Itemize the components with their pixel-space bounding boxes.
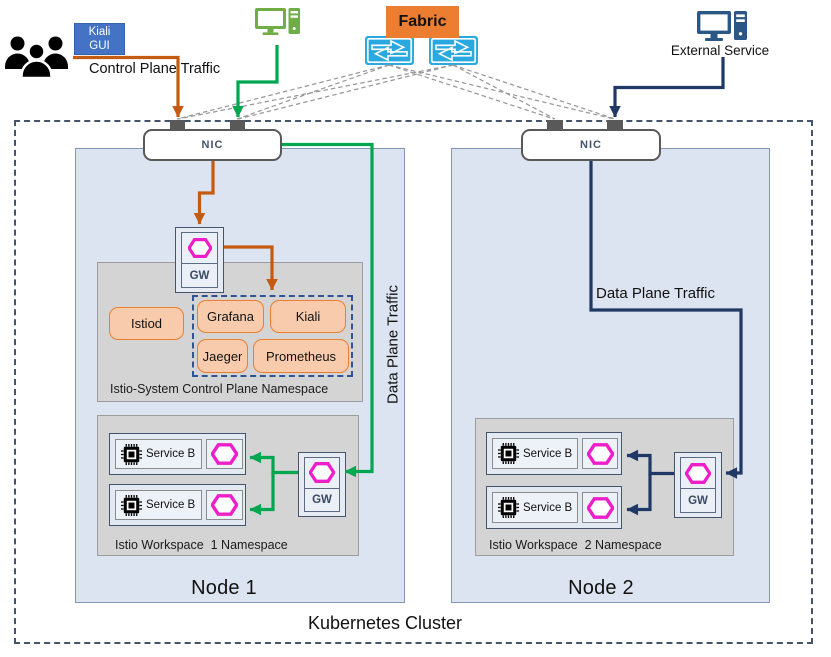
fabric-link-line [452,64,616,120]
node-2-label: Node 2 [568,577,634,599]
kubernetes-cluster-label: Kubernetes Cluster [307,613,463,633]
workspace1-gateway-labelcell: GW [305,489,339,511]
node1-data-plane-traffic-label: Data Plane Traffic [384,285,402,404]
network-switch-icon [429,36,478,65]
node1-ingress-gateway-inner: GW [181,232,218,288]
cpu-chip-icon [121,494,142,516]
node1-service2-label: Service B [146,499,196,511]
nic-node2: NIC [521,129,661,161]
jaeger-box: Jaeger [197,339,248,373]
istio-proxy-hexagon-icon [586,442,614,465]
node2-service-row-2: Service B [486,486,622,529]
workspace1-gateway-label: GW [312,493,332,506]
fabric-link-line [388,64,615,120]
node1-service2-sidecar-box [206,490,243,520]
kiali-gui-label-line1: Kiali [88,26,111,38]
grafana-box: Grafana [197,300,264,333]
node-1-label: Node 1 [191,577,257,599]
kiali-box: Kiali [270,300,346,333]
workstation-to-nic1-arrow [232,45,279,118]
node1-service-row-2: Service B [109,484,246,526]
nic-node1: NIC [143,129,282,161]
node1-service1-sidecar-box [206,439,243,469]
cpu-chip-icon [498,497,519,518]
istiod-box: Istiod [109,307,184,340]
node2-service1-label: Service B [523,447,573,460]
node2-data-plane-traffic-label: Data Plane Traffic [596,285,715,302]
istio-proxy-hexagon-icon [211,443,238,465]
istiod-label: Istiod [130,316,163,331]
network-switch-icon [365,36,414,65]
node1-service1-label: Service B [146,448,196,460]
node2-service1-sidecar-box [582,438,618,469]
node2-service2-sidecar-box [582,492,618,523]
cpu-chip-icon [121,443,142,465]
fabric-label: Fabric [398,13,447,30]
node1-ingress-gateway-hexcell [182,233,217,265]
workspace2-gateway-label: GW [688,494,708,507]
nic-node1-label: NIC [201,139,224,151]
istio-proxy-hexagon-icon [187,238,212,259]
cpu-chip-icon [498,443,519,464]
node1-ingress-gateway-label: GW [189,269,210,282]
fabric-links [176,64,616,120]
external-service-label: External Service [670,43,770,58]
istio-proxy-hexagon-icon [586,496,614,519]
computer-icon [697,11,747,41]
workspace1-namespace-label: Istio Workspace 1 Namespace [115,538,288,552]
node1-ingress-gateway-box: GW [175,227,224,293]
node2-service2-box: Service B [492,492,578,523]
nic1-port-1 [170,120,185,131]
kiali-gui-box: Kiali GUI [74,23,125,55]
jaeger-label: Jaeger [202,348,243,364]
istio-proxy-hexagon-icon [309,462,335,484]
fabric-link-line [452,64,556,120]
workspace1-gateway-hexcell [305,458,339,489]
workspace2-gateway-labelcell: GW [681,489,715,512]
control-plane-traffic-label: Control Plane Traffic [89,61,221,77]
external-service-to-nic2-arrow [609,57,725,118]
nic1-port-2 [230,120,245,131]
node1-service-row-1: Service B [109,433,246,475]
prometheus-label: Prometheus [265,348,337,364]
istio-proxy-hexagon-icon [685,462,711,484]
nic2-port-2 [607,120,623,131]
workspace2-gateway-hexcell [681,458,715,490]
kiali-gui-label-line2: GUI [89,40,110,52]
grafana-label: Grafana [207,309,254,324]
users-icon [5,36,68,78]
prometheus-box: Prometheus [253,339,349,373]
workspace2-namespace-label: Istio Workspace 2 Namespace [489,538,662,552]
node1-ingress-gateway-labelcell: GW [182,264,217,287]
kiali-label: Kiali [295,309,321,324]
workspace2-gateway-inner: GW [680,457,716,513]
fabric-box: Fabric [386,6,459,38]
workspace1-gateway-inner: GW [304,457,340,512]
istio-system-namespace-label: Istio-System Control Plane Namespace [110,382,329,396]
node1-service2-box: Service B [115,490,202,520]
fabric-link-line [236,64,390,120]
fabric-link-line [388,64,555,120]
workstation-icon [255,8,300,35]
node2-service2-label: Service B [523,501,573,514]
kubernetes-cluster-boundary [14,120,813,644]
workspace1-gateway-box: GW [298,452,346,517]
node2-service-row-1: Service B [486,432,622,475]
nic2-port-1 [547,120,563,131]
node1-service1-box: Service B [115,439,202,469]
istio-proxy-hexagon-icon [211,494,238,516]
node2-service1-box: Service B [492,438,578,469]
fabric-link-line [237,64,454,120]
nic-node2-label: NIC [580,139,602,151]
workspace2-gateway-box: GW [674,452,722,518]
